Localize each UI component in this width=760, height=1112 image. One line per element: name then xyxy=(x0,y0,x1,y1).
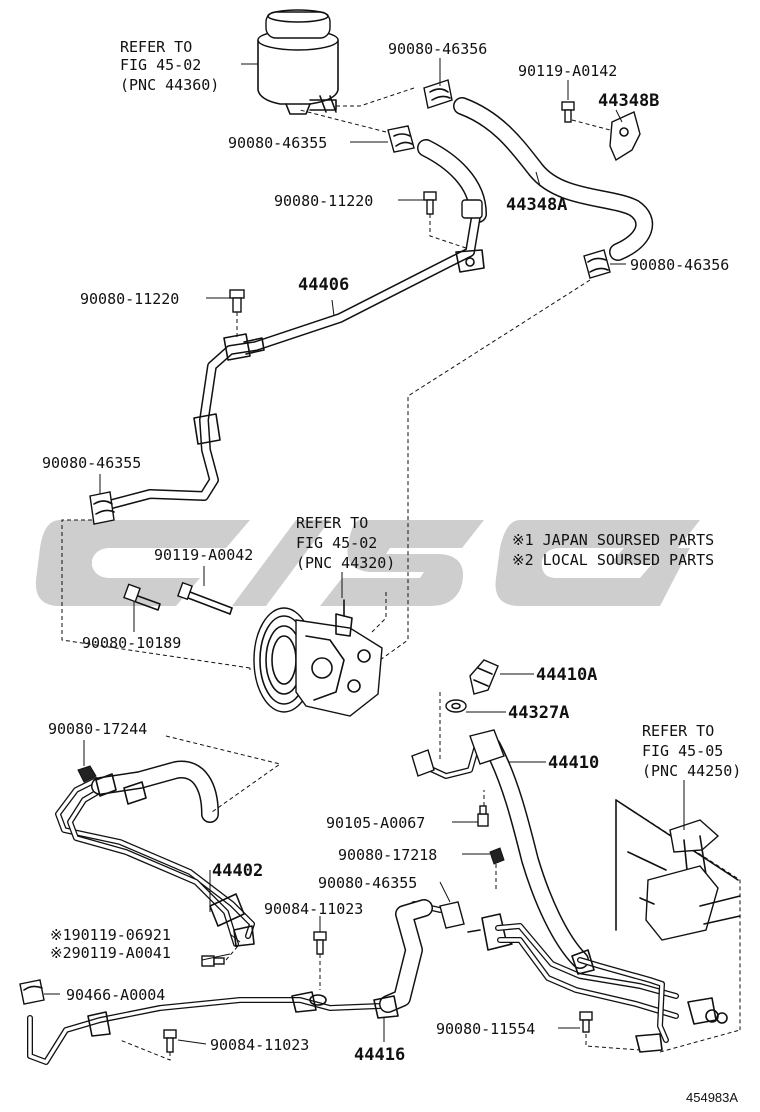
ref-gear-line3: (PNC 44250) xyxy=(642,762,741,780)
label-90080-11220-a: 90080-11220 xyxy=(274,192,373,210)
note-local-sourced: ※2 LOCAL SOURSED PARTS xyxy=(512,551,714,569)
label-90084-11023-mid: 90084-11023 xyxy=(264,900,363,918)
bracket-pipe-support xyxy=(467,913,521,951)
nut-90080-17244 xyxy=(77,765,97,783)
label-44348B: 44348B xyxy=(598,91,659,111)
bracket-44406-lower xyxy=(193,413,221,445)
ref-pump-line1: REFER TO xyxy=(296,514,368,532)
bracket-44348B xyxy=(609,111,641,162)
bracket-44406-mid xyxy=(223,333,265,361)
ref-gear-line1: REFER TO xyxy=(642,722,714,740)
bolt-90119-A0142 xyxy=(561,101,575,123)
label-90080-46356-top: 90080-46356 xyxy=(388,40,487,58)
union-44410A xyxy=(469,659,499,695)
bolt-90080-11220-a xyxy=(423,191,437,215)
label-90080-46355-bottom: 90080-46355 xyxy=(318,874,417,892)
label-44410: 44410 xyxy=(548,753,599,773)
clamp-90466-A0004 xyxy=(19,979,45,1005)
note-japan-sourced: ※1 JAPAN SOURSED PARTS xyxy=(512,531,714,549)
pipe-44402 xyxy=(55,760,255,947)
clamp-90080-46356-top xyxy=(423,79,453,109)
label-90119-A0041: ※290119-A0041 xyxy=(50,944,171,962)
bolt-90105-A0067 xyxy=(477,805,489,827)
watermark-logo xyxy=(35,520,700,606)
ref-gear-line2: FIG 45-05 xyxy=(642,742,723,760)
label-90119-A0042: 90119-A0042 xyxy=(154,546,253,564)
bracket-90080-11554 xyxy=(579,1011,663,1053)
label-44402: 44402 xyxy=(212,861,263,881)
label-90080-11220-b: 90080-11220 xyxy=(80,290,179,308)
gasket-44327A xyxy=(445,699,467,713)
label-90466-A0004: 90466-A0004 xyxy=(66,986,165,1004)
bolt-90084-11023-mid xyxy=(313,931,327,955)
hose-44348A xyxy=(453,97,654,261)
ref-reservoir-line3: (PNC 44360) xyxy=(120,76,219,94)
diagram-code: 454983A xyxy=(686,1090,738,1105)
hose-44410 xyxy=(411,729,589,969)
steering-gear xyxy=(615,799,741,1030)
bolt-90080-10189 xyxy=(123,583,161,611)
nut-90080-17218 xyxy=(489,847,505,865)
label-90080-10189: 90080-10189 xyxy=(82,634,181,652)
label-90080-17244: 90080-17244 xyxy=(48,720,147,738)
ref-pump-line2: FIG 45-02 xyxy=(296,534,377,552)
pipe-44406 xyxy=(107,211,481,509)
label-44410A: 44410A xyxy=(536,665,597,685)
bolt-90119-A0041 xyxy=(201,955,225,967)
power-steering-pump xyxy=(253,599,383,717)
label-90119-06921: ※190119-06921 xyxy=(50,926,171,944)
label-90080-46355-left: 90080-46355 xyxy=(42,454,141,472)
label-90080-46356-right: 90080-46356 xyxy=(630,256,729,274)
bolt-90084-11023-bottom xyxy=(163,1029,177,1053)
label-44327A: 44327A xyxy=(508,703,569,723)
ref-reservoir-line1: REFER TO xyxy=(120,38,192,56)
clamp-90080-46355-bottom xyxy=(439,901,465,929)
leader-lines xyxy=(44,58,685,1045)
ref-gear: REFER TO FIG 45-05 (PNC 44250) xyxy=(642,722,741,780)
label-44348A: 44348A xyxy=(506,195,567,215)
label-90080-11554: 90080-11554 xyxy=(436,1020,535,1038)
clamp-90080-46356-right xyxy=(583,249,611,279)
label-90080-17218: 90080-17218 xyxy=(338,846,437,864)
clamp-90080-46355-left xyxy=(89,491,115,525)
bracket-44406-upper xyxy=(455,199,485,273)
pipes-to-gear xyxy=(495,923,728,1043)
bolt-90119-A0042 xyxy=(177,581,233,615)
pipe-44416 xyxy=(27,899,443,1065)
label-90105-A0067: 90105-A0067 xyxy=(326,814,425,832)
bolt-90080-11220-b xyxy=(229,289,245,313)
ref-reservoir-line2: FIG 45-02 xyxy=(120,56,201,74)
ref-pump-line3: (PNC 44320) xyxy=(296,554,395,572)
ref-reservoir: REFER TO FIG 45-02 (PNC 44360) xyxy=(120,38,219,94)
label-44406: 44406 xyxy=(298,275,349,295)
label-44416: 44416 xyxy=(354,1045,405,1065)
ref-pump: REFER TO FIG 45-02 (PNC 44320) xyxy=(296,514,395,572)
label-90080-46355-top: 90080-46355 xyxy=(228,134,327,152)
clamp-90080-46355-top xyxy=(387,125,415,153)
reservoir xyxy=(257,9,339,115)
label-90119-A0142: 90119-A0142 xyxy=(518,62,617,80)
label-90084-11023-bottom: 90084-11023 xyxy=(210,1036,309,1054)
